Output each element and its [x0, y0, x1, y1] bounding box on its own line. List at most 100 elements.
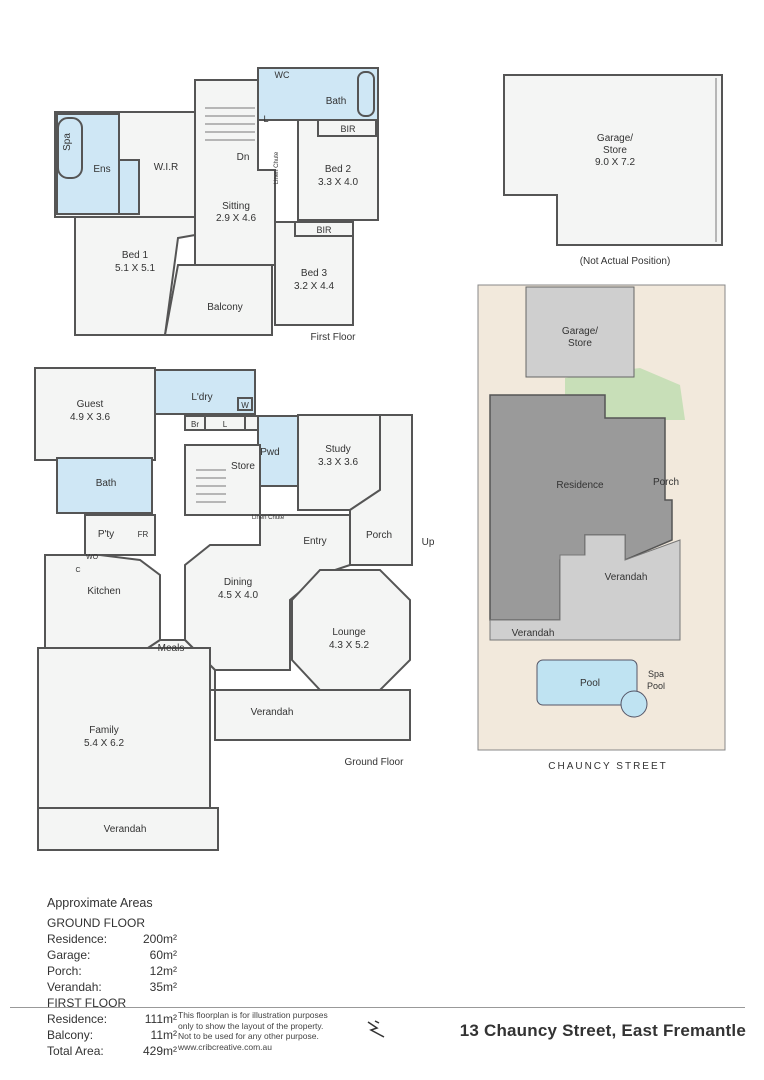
site-garage-label: Garage/: [562, 326, 598, 337]
garage-dim: 9.0 X 7.2: [595, 157, 635, 168]
north-arrow-icon: [367, 1020, 385, 1038]
website-link[interactable]: www.cribcreative.com.au: [178, 1041, 273, 1052]
verandah-family-label: Verandah: [104, 824, 147, 835]
family-dim: 5.4 X 6.2: [84, 738, 124, 749]
wir-label: W.I.R: [154, 162, 178, 173]
sitting-label: Sitting: [222, 201, 250, 212]
laundry-label: L'dry: [191, 392, 212, 403]
bir1-label: BIR: [340, 124, 356, 134]
dining-dim: 4.5 X 4.0: [218, 590, 258, 601]
porch-label: Porch: [366, 530, 392, 541]
area-value: 200m²: [142, 932, 177, 946]
site-verandah-label-2: Verandah: [512, 628, 555, 639]
area-label: Verandah:: [47, 980, 102, 994]
verandah-ground-label: Verandah: [251, 707, 294, 718]
balcony-label: Balcony: [207, 302, 243, 313]
area-label: Residence:: [47, 932, 108, 946]
meals-label: Meals: [158, 643, 185, 654]
garage-plan: Garage/ Store 9.0 X 7.2 (Not Actual Posi…: [503, 74, 723, 267]
first-floor-heading: FIRST FLOOR: [47, 996, 127, 1010]
area-row: Garage: 60m²: [47, 947, 177, 963]
garage-label: Garage/: [597, 133, 633, 144]
washer-label: W: [241, 401, 249, 410]
family-room: [37, 647, 211, 809]
cooktop-label: C: [75, 567, 80, 574]
lounge-label: Lounge: [332, 627, 366, 638]
ground-floor-plan: Guest 4.9 X 3.6 L'dry W Br L Pwd Study 3…: [34, 367, 435, 851]
site-porch-label: Porch: [653, 477, 679, 488]
pantry-room: [84, 514, 156, 556]
linen-chute-ground-label: Linen Chute: [252, 515, 285, 521]
garage-store-room: [503, 74, 723, 246]
first-floor-plan: Spa Ens W.I.R WC Bath BIR BIR Linen Chut…: [54, 67, 379, 343]
study-dim: 3.3 X 3.6: [318, 457, 358, 468]
area-label: Residence:: [47, 1012, 108, 1026]
linen-chute-first-label: Linen Chute: [274, 151, 280, 184]
bed1-dim: 5.1 X 5.1: [115, 263, 155, 274]
site-pool-label: Pool: [580, 678, 600, 689]
kitchen-label: Kitchen: [87, 586, 120, 597]
pantry-label: P'ty: [98, 529, 114, 540]
area-label: Garage:: [47, 948, 91, 962]
garage-note: (Not Actual Position): [580, 256, 671, 267]
fridge-label: FR: [138, 530, 149, 539]
verandah-ground-area: [214, 689, 411, 741]
dn-label: Dn: [237, 152, 250, 163]
site-spa-label-2: Pool: [647, 681, 665, 691]
area-row: Verandah: 35m²: [47, 979, 177, 995]
ens-label: Ens: [93, 164, 110, 175]
bir2-robe: [294, 221, 354, 237]
disclaimer-line: This floorplan is for illustration purpo…: [178, 1010, 328, 1020]
area-label: Balcony:: [47, 1028, 94, 1042]
pwd-label: Pwd: [260, 447, 279, 458]
bed2-dim: 3.3 X 4.0: [318, 177, 358, 188]
area-label: Porch:: [47, 964, 82, 978]
footer-divider: [10, 1007, 745, 1008]
bed2-label: Bed 2: [325, 164, 352, 175]
linen-l-label: L: [263, 114, 268, 124]
area-row: Porch: 12m²: [47, 963, 177, 979]
dining-room: [184, 514, 351, 671]
entry-label: Entry: [303, 536, 326, 547]
washer-box: [237, 397, 253, 411]
sitting-dim: 2.9 X 4.6: [216, 213, 256, 224]
area-value: 111m²: [144, 1012, 177, 1026]
area-value: 12m²: [149, 964, 177, 978]
approximate-areas-table: Approximate Areas GROUND FLOOR Residence…: [47, 895, 177, 1059]
site-garage-label-2: Store: [568, 338, 592, 349]
total-area-label: Total Area:: [47, 1044, 104, 1058]
kitchen-room: [44, 554, 161, 661]
dining-label: Dining: [224, 577, 252, 588]
bath-ground-room: [56, 457, 153, 514]
bir2-label: BIR: [316, 225, 332, 235]
property-address: 13 Chauncy Street, East Fremantle: [459, 1021, 746, 1040]
site-spa: [620, 690, 648, 718]
total-area-row: Total Area:429m²: [47, 1043, 177, 1059]
porch-up-label: Up: [422, 537, 435, 548]
area-value: 11m²: [150, 1028, 177, 1042]
area-row: Balcony: 11m²: [47, 1027, 177, 1043]
disclaimer-text: This floorplan is for illustration purpo…: [178, 1010, 363, 1052]
bath-ground-label: Bath: [96, 478, 117, 489]
powder-room: [257, 415, 299, 487]
area-value: 35m²: [149, 980, 177, 994]
spa-tub-shape: [57, 117, 83, 179]
area-value: 60m²: [149, 948, 177, 962]
linen-l-ground-label: L: [223, 420, 228, 429]
spa-label: Spa: [62, 133, 73, 151]
site-verandah: [489, 534, 681, 641]
verandah-family-area: [37, 807, 219, 851]
store-room: [184, 444, 261, 516]
garage-label-2: Store: [603, 145, 627, 156]
bed3-dim: 3.2 X 4.4: [294, 281, 334, 292]
bed3-room: [274, 221, 354, 326]
broom-label: Br: [191, 420, 199, 429]
first-floor-caption: First Floor: [311, 332, 357, 343]
lounge-dim: 4.3 X 5.2: [329, 640, 369, 651]
store-label: Store: [231, 461, 255, 472]
bath-tub-shape: [357, 71, 375, 117]
balcony-area: [163, 264, 273, 336]
bed3-label: Bed 3: [301, 268, 328, 279]
street-label: CHAUNCY STREET: [548, 761, 668, 772]
ground-floor-heading: GROUND FLOOR: [47, 916, 146, 930]
